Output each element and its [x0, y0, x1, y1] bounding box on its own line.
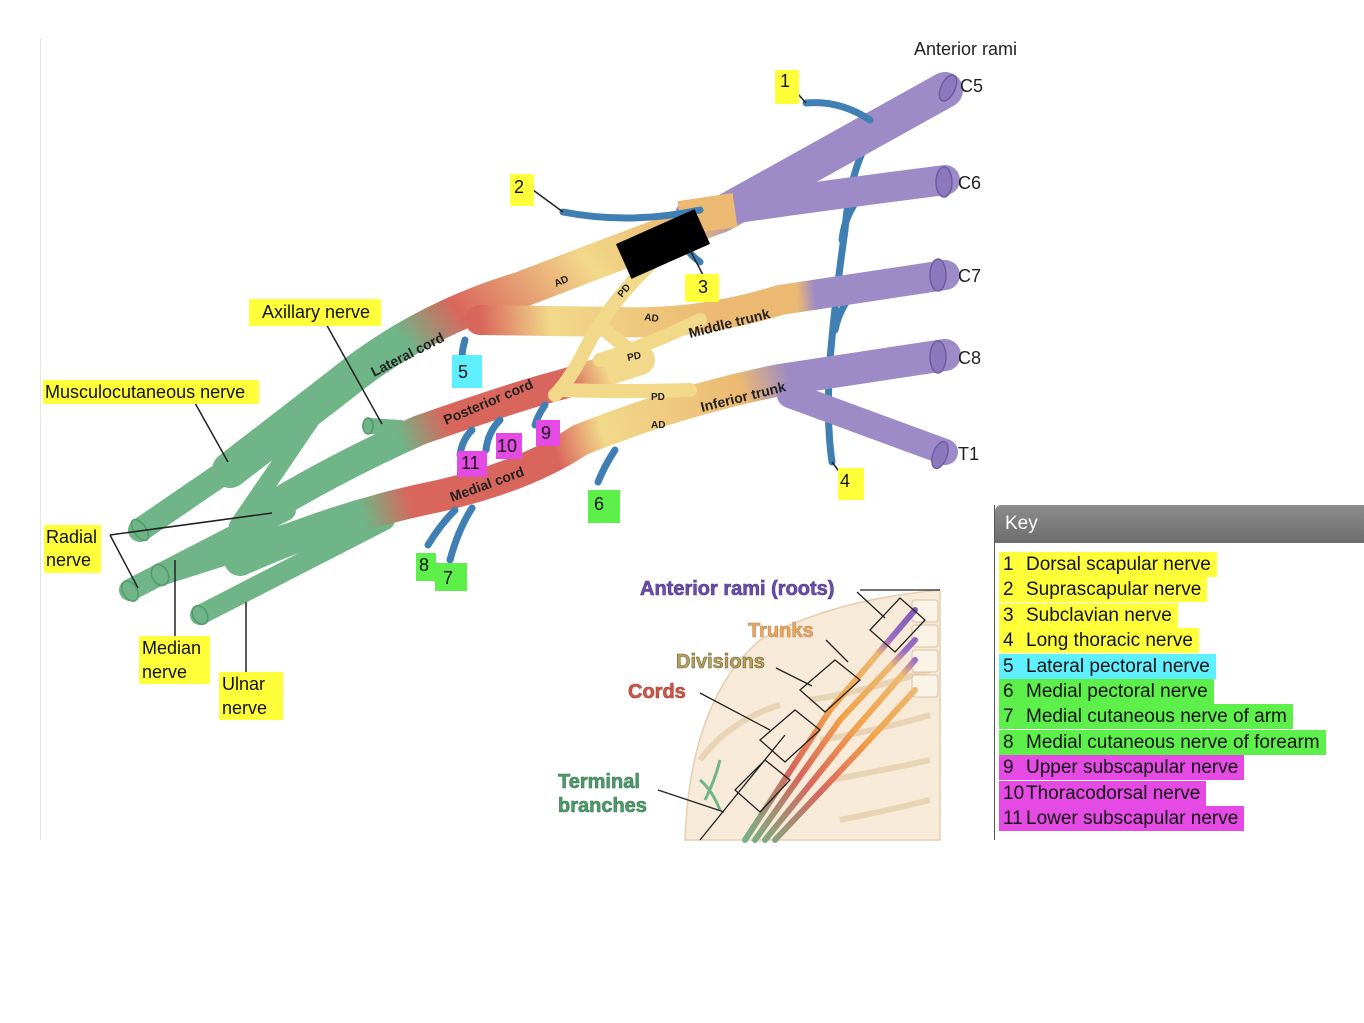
key-item-number: 5 [1003, 655, 1014, 677]
key-item: 6 Medial pectoral nerve [995, 678, 1364, 704]
key-item-text: Medial cutaneous nerve of forearm [1026, 731, 1320, 753]
key-item-text: Dorsal scapular nerve [1026, 554, 1211, 575]
key-item-text: Subclavian nerve [1026, 604, 1172, 626]
inset-terminal-label-line2: branches [558, 795, 647, 817]
key-item-text: Medial cutaneous nerve of arm [1026, 706, 1287, 728]
musculocutaneous-nerve-label: Musculocutaneous nerve [45, 382, 245, 402]
root-label-c5: C5 [960, 76, 983, 96]
key-item-highlight: 9 Upper subscapular nerve [999, 755, 1245, 781]
marker-4: 4 [840, 471, 850, 491]
root-label-c7: C7 [958, 266, 981, 286]
ulnar-nerve-label-line1: Ulnar [222, 674, 265, 694]
key-panel: Key 1 Dorsal scapular nerve 2 Suprascapular… [994, 505, 1364, 840]
key-item-number: 10 [1003, 782, 1025, 804]
division-label-ad-3: AD [651, 420, 665, 431]
inset-terminal-label-line1: Terminal [558, 771, 640, 793]
key-item: 2 Suprascapular nerve [995, 576, 1364, 603]
marker-2: 2 [514, 177, 524, 197]
key-item-highlight: 2 Suprascapular nerve [999, 577, 1208, 603]
marker-6: 6 [594, 494, 604, 514]
key-item-text: Lateral pectoral nerve [1026, 655, 1210, 677]
marker-7: 7 [443, 568, 453, 588]
key-item-highlight: 10Thoracodorsal nerve [999, 780, 1207, 806]
inset-illustration: Anterior rami (roots) Trunks Divisions C… [558, 578, 941, 843]
marker-11: 11 [461, 453, 480, 473]
median-nerve-label-line2: nerve [142, 662, 187, 682]
division-label-ad-1: AD [553, 274, 571, 290]
medial-cord [224, 339, 961, 576]
division-label-pd-3: PD [651, 392, 665, 403]
division-label-pd-2: PD [626, 350, 642, 364]
key-item-highlight: 4 Long thoracic nerve [999, 628, 1199, 654]
key-item-highlight: 5 Lateral pectoral nerve [999, 653, 1216, 679]
key-item: 9 Upper subscapular nerve [995, 754, 1364, 781]
inset-cords-label: Cords [628, 681, 686, 703]
key-item-number: 11 [1003, 807, 1023, 829]
posterior-cord [235, 345, 655, 535]
marker-9: 9 [541, 423, 551, 443]
key-item: 5 Lateral pectoral nerve [995, 653, 1364, 679]
figure-border [40, 38, 41, 840]
marker-5: 5 [458, 362, 468, 382]
radial-nerve-label-line1: Radial [46, 527, 97, 547]
ulnar-nerve-label-line2: nerve [222, 698, 267, 718]
axillary-nerve-label: Axillary nerve [262, 302, 370, 322]
marker-3: 3 [698, 277, 708, 297]
key-item-text: Medial pectoral nerve [1026, 680, 1208, 702]
key-title: Key [995, 505, 1364, 543]
inset-roots-label: Anterior rami (roots) [640, 578, 834, 600]
nerve-label-highlights [43, 299, 381, 720]
key-item: 10Thoracodorsal nerve [995, 780, 1364, 806]
key-item-highlight: 8 Medial cutaneous nerve of forearm [999, 729, 1326, 755]
key-item-number: 9 [1003, 757, 1014, 779]
terminal-ends [121, 417, 374, 626]
key-item-text: Thoracodorsal nerve [1026, 782, 1201, 804]
key-item-text: Suprascapular nerve [1026, 579, 1202, 601]
root-labels: C5 C6 C7 C8 T1 [958, 76, 983, 464]
key-item-highlight: 1 Dorsal scapular nerve [999, 552, 1217, 577]
key-item-number: 4 [1003, 630, 1014, 652]
key-item-number: 1 [1003, 554, 1014, 575]
key-item: 7 Medial cutaneous nerve of arm [995, 703, 1364, 730]
root-label-c8: C8 [958, 348, 981, 368]
number-marker-boxes [416, 70, 864, 591]
marker-8: 8 [419, 555, 429, 575]
key-item-highlight: 6 Medial pectoral nerve [999, 678, 1214, 704]
root-label-c6: C6 [958, 173, 981, 193]
median-nerve-label-line1: Median [142, 638, 201, 658]
key-item-number: 8 [1003, 731, 1014, 753]
key-item-number: 2 [1003, 579, 1014, 601]
key-item-text: Upper subscapular nerve [1026, 757, 1239, 779]
radial-nerve-label-line2: nerve [46, 550, 91, 570]
key-item-text: Long thoracic nerve [1026, 630, 1193, 652]
divisions [548, 248, 707, 402]
inset-divisions-label: Divisions [676, 651, 765, 673]
root-label-t1: T1 [958, 444, 979, 464]
key-item: 1 Dorsal scapular nerve [995, 551, 1364, 577]
key-item: 3 Subclavian nerve [995, 602, 1364, 628]
inferior-trunk-t1 [777, 382, 958, 465]
key-list: 1 Dorsal scapular nerve 2 Suprascapular ner… [995, 543, 1364, 831]
key-item-number: 6 [1003, 680, 1014, 702]
key-item-highlight: 7 Medial cutaneous nerve of arm [999, 704, 1293, 730]
root-ends [929, 74, 958, 470]
redaction-box [615, 209, 711, 279]
key-item-highlight: 3 Subclavian nerve [999, 602, 1178, 628]
key-item-number: 3 [1003, 604, 1014, 626]
marker-10: 10 [497, 436, 517, 456]
key-item: 4 Long thoracic nerve [995, 627, 1364, 654]
marker-1: 1 [780, 71, 790, 91]
anterior-rami-header: Anterior rami [914, 39, 1017, 59]
key-item-text: Lower subscapular nerve [1026, 807, 1239, 829]
inset-trunks-label: Trunks [748, 620, 814, 642]
key-item: 8 Medial cutaneous nerve of forearm [995, 729, 1364, 755]
division-label-ad-2: AD [644, 312, 660, 325]
key-item-number: 7 [1003, 706, 1014, 728]
